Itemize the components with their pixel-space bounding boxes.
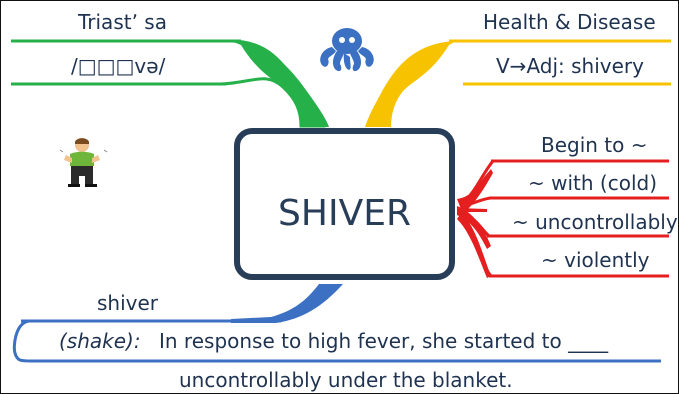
shivering-person-icon [59,138,108,187]
center-word-box: SHIVER [234,128,455,280]
pronunciation-label: Triastʼ sa [78,10,167,34]
meaning-label: (shake): [59,329,141,353]
collocation-item: ~ uncontrollably [512,210,678,234]
yellow-branch-thick [365,41,456,127]
topic-label: Health & Disease [483,10,656,34]
red-branch-lower [457,206,491,249]
bottom-word: shiver [97,291,159,315]
center-word: SHIVER [278,193,411,234]
green-branch-thick [231,41,329,127]
red-branch-thick [457,169,493,214]
blue-branch-thick [231,284,343,323]
collocation-head: Begin to ~ [541,133,648,157]
example-sentence-line1: In response to high fever, she started t… [159,329,609,353]
example-sentence-line2: uncontrollably under the blanket. [179,368,513,392]
red-connector-4 [459,216,493,277]
collocation-item: ~ violently [541,248,650,272]
collocation-item: ~ with (cold) [528,171,657,195]
red-branch-mid [457,208,487,212]
red-connector-2 [462,196,492,208]
red-connector-1 [463,160,495,203]
phonetic-transcription: /□□□və/ [71,54,166,78]
red-connector-3 [462,211,491,238]
word-form-label: V→Adj: shivery [496,54,644,78]
blue-bracket [12,319,661,363]
